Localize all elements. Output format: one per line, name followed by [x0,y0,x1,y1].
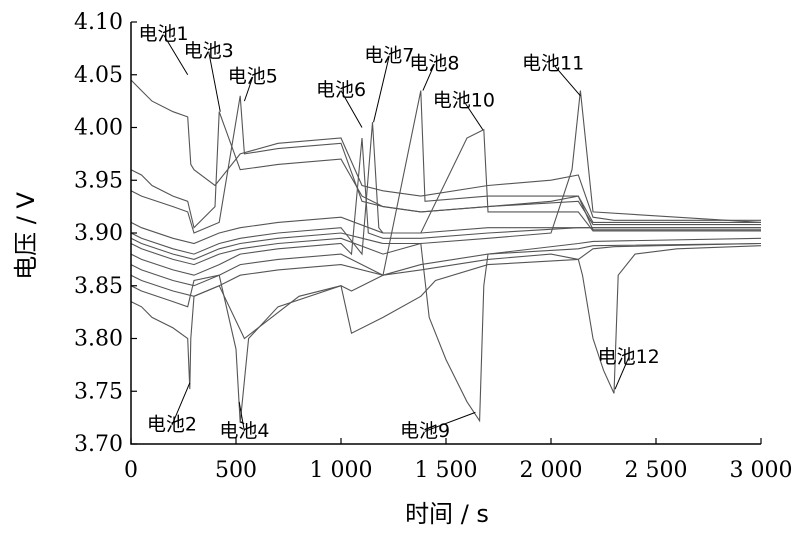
x-tick-label: 1 000 [310,458,373,483]
axis-frame [130,22,761,445]
x-tick-label: 2 000 [520,458,583,483]
annotation-label-11: 电池11 [522,53,584,75]
x-tick-label: 500 [215,458,257,483]
annotation-label-1: 电池1 [139,23,189,45]
x-tick-label: 3 000 [730,458,793,483]
y-tick-label: 4.10 [74,10,123,35]
annotation-label-6: 电池6 [316,79,366,101]
annotation-label-10: 电池10 [433,90,495,112]
series-line-10 [131,128,761,245]
y-tick-label: 3.75 [74,379,123,404]
series-layer [131,79,762,423]
axes: 3.70 3.75 3.80 3.85 3.90 3.95 4.00 4.05 4.10 0 500… [74,10,792,483]
annotation-label-8: 电池8 [409,53,459,75]
annotation-leader-4 [238,401,245,432]
annotation-leader-9 [424,411,476,432]
annotation-label-5: 电池5 [228,65,278,87]
x-axis-title: 时间 / s [405,500,489,528]
series-line-8 [131,90,761,287]
annotation-leader-1 [163,34,189,76]
annotation-label-12: 电池12 [598,346,660,368]
series-line-7 [131,122,761,256]
annotation-leader-7 [373,55,390,123]
series-line-3 [131,111,761,229]
series-line-6 [131,137,761,276]
series-line-5 [131,95,761,234]
annotation-leader-3 [208,51,221,112]
annotation-leader-8 [422,63,435,91]
annotation-leader-10 [463,100,484,130]
y-tick-label: 3.80 [74,327,123,352]
annotation-label-9: 电池9 [400,420,450,442]
annotation-leader-11 [552,63,581,97]
y-axis-title: 电压 / V [12,192,40,280]
series-line-1 [131,79,761,221]
y-tick-label: 4.05 [74,63,123,88]
x-tick-label: 2 500 [625,458,688,483]
y-tick-label: 3.95 [74,168,123,193]
annotation-label-4: 电池4 [219,420,269,442]
y-tick-label: 3.85 [74,274,123,299]
series-line-4 [131,242,762,423]
series-line-2 [131,242,762,390]
y-tick-label: 3.70 [74,432,123,457]
series-line-12 [131,245,762,394]
y-tick-label: 4.00 [74,116,123,141]
annotation-label-3: 电池3 [184,40,234,62]
annotation-leader-2 [171,382,191,426]
series-line-11 [131,90,762,260]
annotation-leader-6 [340,90,363,128]
annotation-leader-5 [243,76,254,102]
annotation-label-7: 电池7 [364,44,414,66]
annotation-leader-12 [614,357,630,390]
x-tick-label: 0 [124,458,138,483]
y-tick-label: 3.90 [74,221,123,246]
annotation-leaders [163,34,630,432]
annotation-label-2: 电池2 [147,414,197,436]
x-tick-label: 1 500 [415,458,478,483]
